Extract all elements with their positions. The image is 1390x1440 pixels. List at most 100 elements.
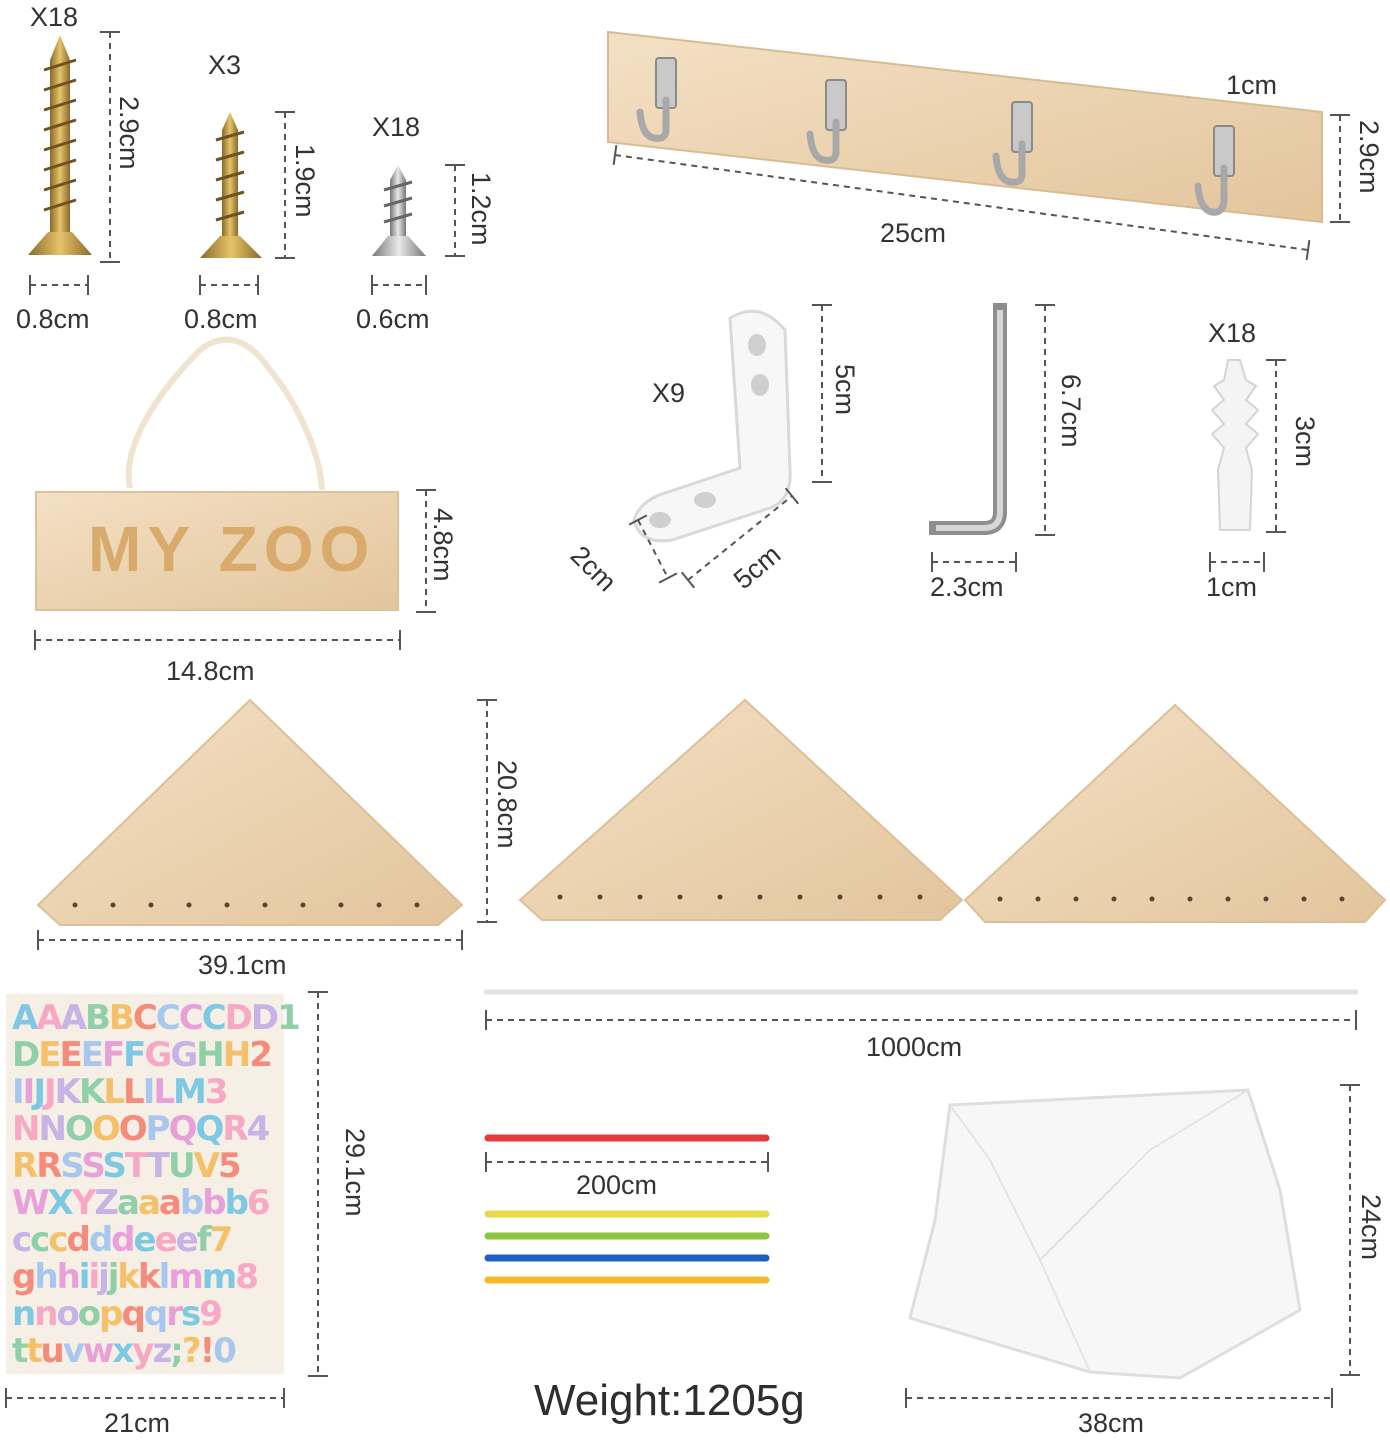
hook-rack-height: 2.9cm: [1354, 120, 1384, 194]
dimension-line: [477, 699, 497, 923]
screw-medium-count: X3: [208, 50, 242, 80]
dimension-line: [34, 630, 401, 650]
shelf-hole: [797, 894, 803, 900]
hook-rack: [607, 30, 1323, 224]
shelf-hole: [557, 894, 563, 900]
shelf-hole: [414, 902, 420, 908]
hex-key-width: 2.3cm: [930, 572, 1004, 602]
shelf-hole: [1035, 896, 1041, 902]
dimension-line: [1266, 359, 1286, 533]
shelf-hole: [376, 902, 382, 908]
sticker-row: nnoopqqrs9: [12, 1294, 223, 1334]
dimension-line: [5, 1388, 285, 1408]
sticker-width: 21cm: [104, 1408, 171, 1438]
shelf-hole: [224, 902, 230, 908]
sign-width: 14.8cm: [166, 656, 255, 686]
shelf-hole: [1149, 896, 1155, 902]
wall-anchor: [1210, 359, 1260, 531]
sticker-row: AAABBCCCCDD1: [12, 998, 301, 1038]
shelf-hole: [1301, 896, 1307, 902]
screw-medium-width: 0.8cm: [184, 304, 258, 334]
shelf-hole: [717, 894, 723, 900]
shelf-hole: [186, 902, 192, 908]
shelf-hole: [677, 894, 683, 900]
shelf-hole: [262, 902, 268, 908]
dimension-line: [100, 31, 120, 263]
triangle-shelves: [36, 698, 1387, 926]
screw-medium: [200, 112, 262, 258]
sticker-height: 29.1cm: [340, 1128, 370, 1217]
screw-large: [28, 35, 92, 255]
dimension-line: [1340, 1084, 1360, 1376]
dimension-line: [199, 275, 259, 295]
shelf-hole: [1073, 896, 1079, 902]
shelf-hole: [338, 902, 344, 908]
weight-label: Weight:1205g: [534, 1376, 805, 1425]
shelf-hole: [1225, 896, 1231, 902]
dimension-line: [275, 111, 295, 259]
dimension-line: [812, 304, 832, 483]
dimension-line: [1330, 114, 1350, 223]
shelf-hole: [917, 894, 923, 900]
net-width: 38cm: [1078, 1408, 1145, 1438]
sticker-row: cccdddeeef7: [12, 1220, 233, 1260]
net-height: 24cm: [1356, 1194, 1386, 1261]
shelf-hole: [997, 896, 1003, 902]
screw-small-length: 1.2cm: [466, 172, 496, 246]
sticker-row: ghhiijjkklmm8: [12, 1257, 259, 1297]
sticker-row: DEEEFFGGHH2: [12, 1035, 273, 1075]
sticker-row: ttuvwxyz;?!0: [12, 1331, 237, 1371]
rope-length: 1000cm: [866, 1032, 963, 1062]
sticker-row: NNOOOPQQR4: [12, 1109, 270, 1149]
shelf-hole: [757, 894, 763, 900]
shelf-hole: [72, 902, 78, 908]
screw-large-length: 2.9cm: [114, 96, 144, 170]
dimension-line: [485, 1010, 1357, 1030]
dimension-line: [931, 552, 1017, 572]
dimension-line: [37, 930, 463, 950]
screw-large-width: 0.8cm: [16, 304, 90, 334]
dimension-line: [445, 164, 465, 257]
shelf-hole: [148, 902, 154, 908]
dimension-line: [905, 1388, 1333, 1408]
l-bracket: [632, 309, 792, 543]
shelf-hole: [637, 894, 643, 900]
bracket-count: X9: [652, 378, 686, 408]
shelf-hole: [597, 894, 603, 900]
sticker-row: WXYZaaabbb6: [12, 1183, 271, 1223]
anchor-length: 3cm: [1290, 416, 1320, 468]
hex-key-height: 6.7cm: [1056, 374, 1086, 448]
dimension-line: [628, 514, 678, 584]
dimension-line: [371, 275, 427, 295]
screw-large-count: X18: [30, 2, 79, 32]
dimension-line: [308, 991, 328, 1377]
shelf-hole: [1263, 896, 1269, 902]
zoo-sign: [35, 336, 399, 611]
shelf-hole: [110, 902, 116, 908]
shelf-height: 20.8cm: [492, 760, 522, 849]
dimension-line: [485, 1152, 769, 1172]
anchor-width: 1cm: [1206, 572, 1258, 602]
dimension-line: [416, 489, 436, 613]
hook-rack-thickness: 1cm: [1226, 70, 1278, 100]
sticker-row: RRSSSTTUV5: [12, 1146, 242, 1186]
net-pouch: [908, 1088, 1302, 1380]
strip-length: 200cm: [576, 1170, 658, 1200]
dimension-line: [29, 275, 89, 295]
hex-key: [929, 303, 1007, 535]
zoo-sign-text: MY ZOO: [88, 513, 376, 585]
shelf-hole: [1187, 896, 1193, 902]
screw-small: [372, 165, 426, 256]
shelf-hole: [300, 902, 306, 908]
dimension-line: [1209, 552, 1265, 572]
colored-strips: [484, 1134, 770, 1284]
sticker-row: IIJJKKLLILM3: [12, 1072, 229, 1112]
screw-small-count: X18: [372, 112, 421, 142]
hook-rack-length: 25cm: [880, 218, 947, 248]
bracket-height: 5cm: [830, 364, 860, 416]
dimension-line: [612, 144, 1311, 261]
anchor-count: X18: [1208, 318, 1257, 348]
shelf-width: 39.1cm: [198, 950, 287, 980]
